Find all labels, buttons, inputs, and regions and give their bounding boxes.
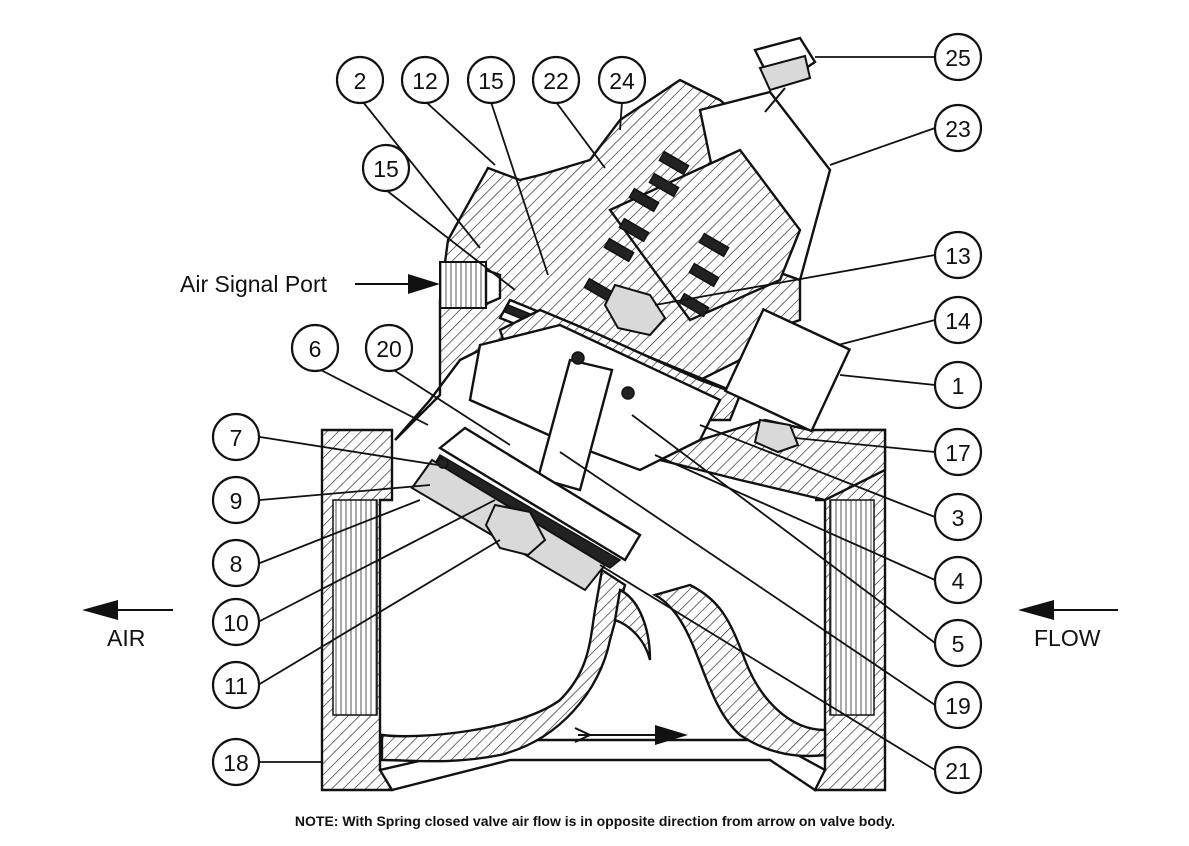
svg-text:20: 20 bbox=[376, 336, 402, 362]
callout-6: 6 bbox=[290, 323, 340, 373]
callout-22: 22 bbox=[531, 55, 581, 105]
leader-lines bbox=[257, 56, 936, 771]
svg-text:3: 3 bbox=[952, 505, 965, 531]
svg-text:10: 10 bbox=[223, 610, 249, 636]
svg-text:15: 15 bbox=[478, 68, 504, 94]
note-text: NOTE: With Spring closed valve air flow … bbox=[295, 813, 895, 829]
callout-8: 8 bbox=[211, 538, 261, 588]
callout-3: 3 bbox=[933, 492, 983, 542]
callout-23: 23 bbox=[933, 103, 983, 153]
svg-text:18: 18 bbox=[223, 750, 249, 776]
callouts: 2 12 15 22 24 25 23 15 13 14 6 20 1 7 17… bbox=[211, 32, 983, 795]
callout-4: 4 bbox=[933, 555, 983, 605]
svg-text:24: 24 bbox=[609, 68, 635, 94]
svg-text:6: 6 bbox=[309, 336, 322, 362]
svg-text:12: 12 bbox=[412, 68, 438, 94]
svg-text:14: 14 bbox=[945, 308, 971, 334]
callout-19: 19 bbox=[933, 680, 983, 730]
callout-21: 21 bbox=[933, 745, 983, 795]
svg-text:25: 25 bbox=[945, 45, 971, 71]
svg-text:11: 11 bbox=[224, 673, 248, 699]
callout-12: 12 bbox=[400, 55, 450, 105]
actuator-housing bbox=[394, 36, 852, 592]
svg-text:19: 19 bbox=[945, 693, 971, 719]
vent-plug bbox=[753, 36, 817, 113]
callout-20: 20 bbox=[364, 323, 414, 373]
svg-text:8: 8 bbox=[230, 551, 243, 577]
svg-text:7: 7 bbox=[230, 425, 243, 451]
svg-text:13: 13 bbox=[945, 243, 971, 269]
air-label: AIR bbox=[107, 625, 145, 651]
callout-5: 5 bbox=[933, 618, 983, 668]
svg-text:22: 22 bbox=[543, 68, 569, 94]
callout-9: 9 bbox=[211, 475, 261, 525]
air-signal-port-fitting bbox=[439, 261, 502, 309]
svg-text:23: 23 bbox=[945, 116, 971, 142]
callout-1: 1 bbox=[933, 360, 983, 410]
svg-text:15: 15 bbox=[373, 156, 399, 182]
callout-15b: 15 bbox=[361, 143, 411, 193]
svg-text:17: 17 bbox=[945, 440, 971, 466]
svg-text:4: 4 bbox=[952, 568, 965, 594]
svg-text:1: 1 bbox=[952, 373, 965, 399]
callout-13: 13 bbox=[933, 230, 983, 280]
callout-24: 24 bbox=[597, 55, 647, 105]
svg-text:2: 2 bbox=[354, 68, 367, 94]
air-signal-port-arrow bbox=[355, 274, 440, 294]
air-signal-port-label: Air Signal Port bbox=[180, 271, 328, 297]
air-direction-arrow bbox=[82, 600, 173, 620]
valve-disc bbox=[410, 426, 642, 592]
svg-text:5: 5 bbox=[952, 631, 965, 657]
flow-direction-arrow bbox=[1018, 600, 1118, 620]
svg-text:21: 21 bbox=[945, 758, 971, 784]
callout-15: 15 bbox=[466, 55, 516, 105]
callout-18: 18 bbox=[211, 737, 261, 787]
callout-7: 7 bbox=[211, 412, 261, 462]
callout-25: 25 bbox=[933, 32, 983, 82]
callout-2: 2 bbox=[335, 55, 385, 105]
callout-11: 11 bbox=[211, 660, 261, 710]
flow-label: FLOW bbox=[1034, 625, 1101, 651]
callout-17: 17 bbox=[933, 427, 983, 477]
valve-body bbox=[320, 418, 887, 792]
spring bbox=[583, 150, 730, 318]
callout-14: 14 bbox=[933, 295, 983, 345]
svg-text:9: 9 bbox=[230, 488, 243, 514]
callout-10: 10 bbox=[211, 597, 261, 647]
